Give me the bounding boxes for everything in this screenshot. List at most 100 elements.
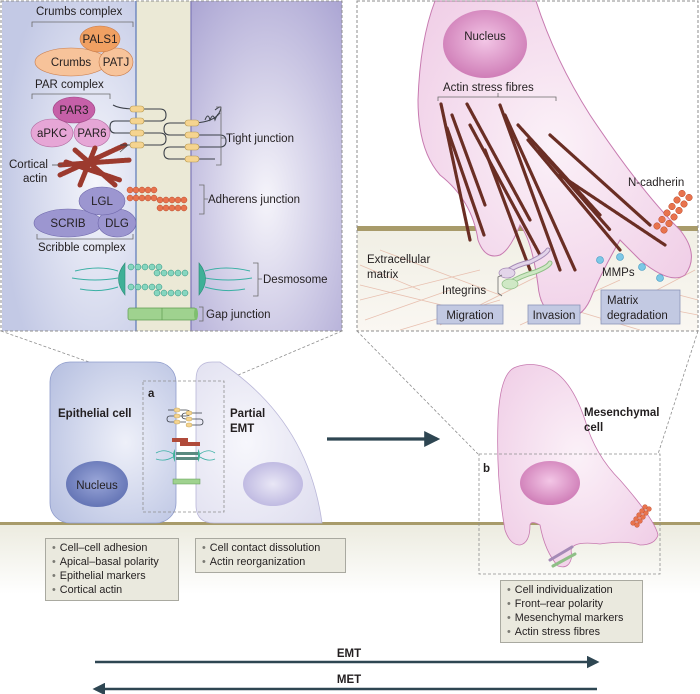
mini-junctions [155, 407, 216, 485]
mesenchymal-feature: Mesenchymal markers [507, 611, 637, 625]
desmosome-bead [141, 263, 149, 271]
svg-text:PATJ: PATJ [103, 57, 129, 69]
scribble-complex-title: Scribble complex [38, 242, 126, 254]
svg-text:Migration: Migration [446, 310, 493, 322]
actin-stress-fibres [439, 102, 667, 272]
desmosome-filaments [71, 267, 253, 292]
mesenchymal-nucleus [520, 461, 580, 505]
svg-text:DLG: DLG [105, 218, 129, 230]
apkc-protein [30, 118, 74, 148]
cortical-actin-filaments [57, 142, 133, 188]
partial-emt-feature: Cell contact dissolution [202, 541, 340, 555]
adherens-junction-beads [126, 186, 188, 212]
adherens-bead [162, 196, 170, 204]
adherens-bead [150, 194, 158, 202]
desmosome-bead [141, 283, 149, 291]
adherens-bead [168, 196, 176, 204]
epithelial-nucleus [66, 461, 128, 507]
par6-protein [73, 118, 111, 148]
desmosome-bead [181, 289, 189, 297]
mesenchymal-feature: Cell individualization [507, 583, 637, 597]
desmosome-label: Desmosome [263, 274, 328, 286]
n-cadherin-bead [663, 209, 671, 217]
mesenchymal-features-box: Cell individualization Front–rear polari… [500, 580, 643, 643]
desmosome-bead [153, 269, 161, 277]
desmosome-bead [134, 263, 142, 271]
svg-text:Invasion: Invasion [533, 310, 576, 322]
n-cadherin-label: N-cadherin [628, 177, 684, 189]
panel-b-label: b [483, 463, 490, 475]
tight-junction-label: Tight junction [226, 133, 294, 145]
desmosome-bead [155, 283, 163, 291]
invasion-box: Invasion [527, 304, 581, 325]
epithelial-cell-label: Epithelial cell [58, 408, 132, 420]
migration-box: Migration [436, 304, 504, 325]
adherens-bead [174, 204, 182, 212]
desmosome-bead [155, 263, 163, 271]
par-complex-title: PAR complex [35, 79, 104, 91]
adherens-bead [132, 194, 140, 202]
svg-text:actin: actin [23, 173, 47, 185]
mini-n-cadherin [630, 504, 652, 528]
par3-protein [52, 96, 96, 124]
pals1-protein [79, 25, 121, 53]
panel-b-zoom: Nucleus Actin stress fibres N-cadherin [356, 0, 699, 332]
patj-protein [98, 47, 134, 77]
n-cadherin-bead [668, 202, 676, 211]
adherens-bead [168, 204, 176, 212]
emt-label: EMT [337, 648, 361, 660]
mesenchymal-nucleus-zoom [443, 10, 527, 78]
n-cadherin-bead [673, 196, 681, 204]
partial-emt-features-box: Cell contact dissolution Actin reorganiz… [195, 538, 346, 573]
cortical-actin-label: Cortical [9, 159, 48, 171]
desmosome-bead [160, 289, 168, 297]
partial-emt-feature: Actin reorganization [202, 555, 340, 569]
adherens-bead [144, 186, 152, 194]
integrins [498, 247, 553, 290]
n-cadherin-bead [685, 193, 693, 202]
svg-text:Nucleus: Nucleus [464, 31, 506, 43]
n-cadherin-bead [653, 222, 661, 230]
svg-text:matrix: matrix [367, 269, 399, 281]
svg-text:EMT: EMT [230, 423, 254, 435]
n-cadherin-bead [660, 226, 668, 234]
svg-text:cell: cell [584, 422, 603, 434]
svg-text:Nucleus: Nucleus [76, 480, 118, 492]
mesenchymal-cell-label: Mesenchymal [584, 407, 659, 419]
adherens-bead [174, 196, 182, 204]
panel-a-label: a [148, 388, 155, 400]
svg-text:PALS1: PALS1 [83, 34, 118, 46]
adherens-bead [180, 196, 188, 204]
adherens-junction-label: Adherens junction [208, 194, 300, 206]
desmosome-bead [134, 283, 142, 291]
substrate-line [0, 522, 700, 525]
desmosome-plaque-left [118, 262, 126, 296]
partial-emt-label: Partial [230, 408, 265, 420]
n-cadherin-bead [670, 213, 678, 221]
adherens-bead [156, 204, 164, 212]
lgl-protein [78, 186, 126, 216]
n-cadherin-bead [658, 215, 666, 224]
svg-text:Crumbs: Crumbs [51, 57, 92, 69]
epithelial-feature: Apical–basal polarity [52, 555, 173, 569]
desmosome-bead [167, 269, 175, 277]
partial-emt-nucleus [243, 462, 303, 506]
desmosome-bead [148, 263, 156, 271]
adherens-bead [138, 186, 146, 194]
desmosome-bead [167, 289, 175, 297]
desmosome-bead [153, 289, 161, 297]
mesenchymal-feature: Actin stress fibres [507, 625, 637, 639]
svg-text:PAR3: PAR3 [59, 105, 88, 117]
ecm-label: Extracellular [367, 254, 430, 266]
n-cadherin-bead [678, 189, 686, 198]
panel-b-box [478, 453, 661, 575]
desmosome-bead [127, 263, 135, 271]
desmosome-bead [127, 283, 135, 291]
actin-stress-fibres-label: Actin stress fibres [443, 82, 534, 94]
met-label: MET [337, 674, 361, 686]
integrins-label: Integrins [442, 285, 486, 297]
desmosome-bead [174, 289, 182, 297]
mmp-particles [596, 253, 664, 282]
epithelial-features-box: Cell–cell adhesion Apical–basal polarity… [45, 538, 179, 601]
